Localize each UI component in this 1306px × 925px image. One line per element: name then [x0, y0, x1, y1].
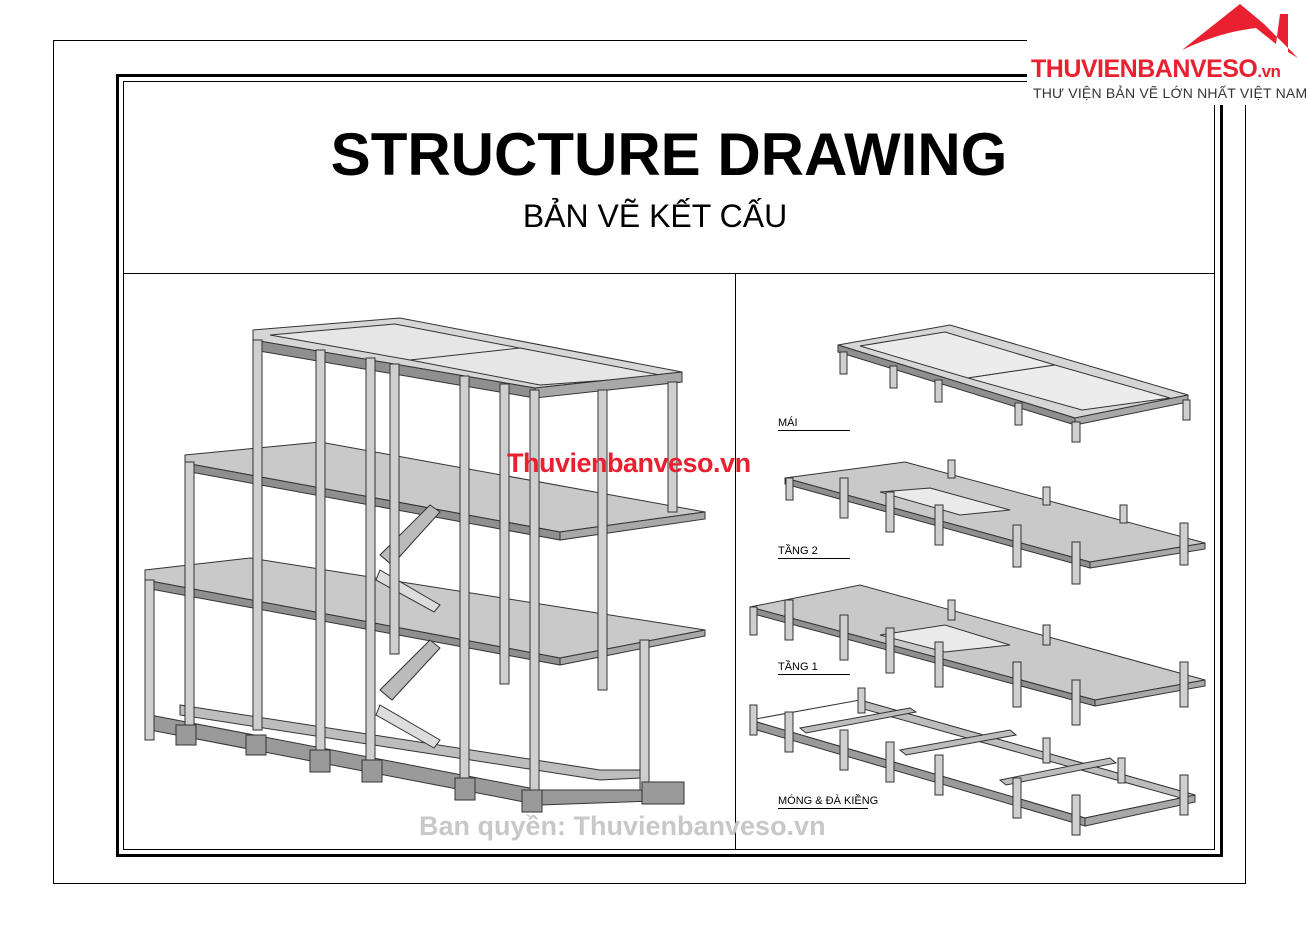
drawing-frame-inner — [123, 81, 1215, 850]
level-label-floor-1: TẦNG 1 — [778, 661, 850, 675]
level-floor-1-model — [749, 584, 1206, 726]
level-label-roof: MÁI — [778, 417, 850, 431]
level-roof-model — [837, 324, 1191, 443]
title-divider — [123, 273, 1215, 274]
level-floor-2-model — [784, 459, 1206, 585]
level-foundation-model — [749, 687, 1196, 836]
logo-tagline: THƯ VIỆN BẢN VẼ LỚN NHẤT VIỆT NAM — [1033, 85, 1306, 101]
drawing-frame — [116, 74, 1223, 857]
page-title: STRUCTURE DRAWING — [330, 121, 1008, 188]
level-label-foundation: MÓNG & ĐÀ KIỀNG — [778, 795, 879, 809]
page-subtitle: BẢN VẼ KẾT CẤU — [522, 198, 788, 234]
sheet-outer-border — [53, 40, 1246, 884]
watermark-copyright: Ban quyền: Thuvienbanveso.vn — [419, 811, 826, 841]
level-label-floor-2: TẦNG 2 — [778, 545, 850, 559]
main-structure-model — [144, 317, 706, 813]
logo-brand: THUVIENBANVESO.vn — [1031, 55, 1281, 83]
logo-area — [1027, 0, 1306, 105]
logo-house-icon — [1182, 4, 1298, 58]
watermark-center: Thuvienbanveso.vn — [507, 448, 751, 478]
view-divider — [735, 273, 736, 850]
exploded-levels — [749, 324, 1206, 836]
